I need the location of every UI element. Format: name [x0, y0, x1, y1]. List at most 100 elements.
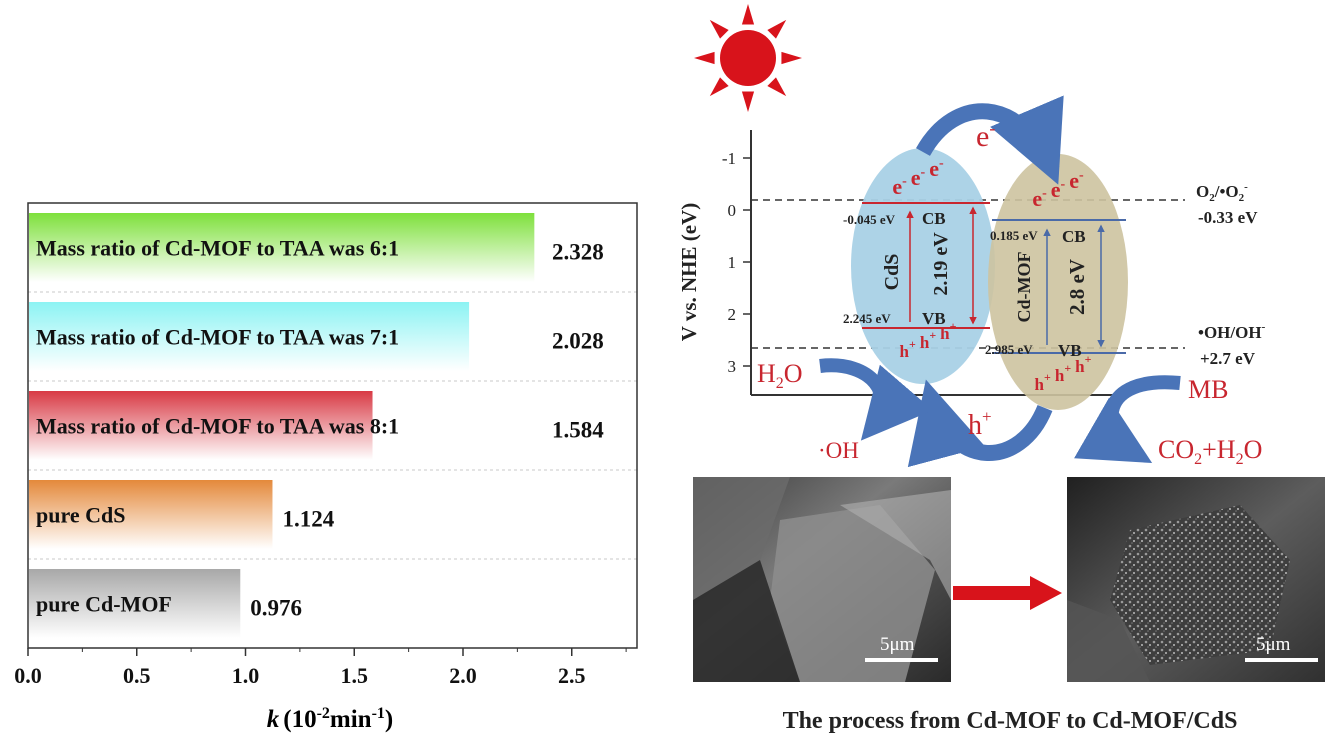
o2-text-a: O — [1196, 182, 1209, 201]
x-tick-label: 0.0 — [14, 663, 42, 688]
oh-potential-value: +2.7 eV — [1200, 349, 1256, 368]
x-axis-label-min: min — [330, 706, 372, 733]
plot-frame — [27, 202, 638, 649]
bar-value-label: 2.328 — [552, 240, 604, 265]
x-tick-label: 2.0 — [449, 663, 477, 688]
hole-label: h+ — [968, 407, 992, 441]
carrier-charge: - — [939, 156, 944, 171]
water-h: H — [757, 359, 776, 388]
bar-chart: Mass ratio of Cd-MOF to TAA was 6:1 2.328… — [14, 202, 638, 733]
products-mid: +H — [1202, 435, 1236, 464]
hole-sup: + — [982, 407, 992, 426]
bar-value-label: 1.124 — [282, 507, 334, 532]
o2-sub-b: 2 — [1239, 192, 1245, 204]
x-tick-label: 1.5 — [341, 663, 369, 688]
electron-transfer-arrow — [916, 95, 1064, 185]
sun-ray — [709, 19, 729, 39]
electron-label: e- — [976, 118, 995, 153]
x-axis-label-close: ) — [385, 706, 393, 733]
carrier-symbol: h — [1055, 366, 1065, 385]
mof-cb-label: CB — [1062, 227, 1086, 246]
mof-cb-value: 0.185 eV — [990, 228, 1038, 243]
hole-transfer-arrow — [907, 379, 1053, 468]
carrier-charge: - — [921, 165, 926, 180]
mb-to-products-arrow — [1073, 375, 1181, 464]
x-axis-label: k(10-2min-1) — [267, 705, 394, 733]
bar-category-label: Mass ratio of Cd-MOF to TAA was 6:1 — [36, 236, 399, 261]
cds-gap-label: 2.19 eV — [930, 232, 952, 296]
water-o: O — [784, 359, 803, 388]
carrier-charge: + — [909, 337, 916, 351]
carrier-symbol: e — [1069, 168, 1079, 193]
electron-sup: - — [989, 118, 995, 138]
bar-category-label: Mass ratio of Cd-MOF to TAA was 8:1 — [36, 414, 399, 439]
sun-ray — [694, 51, 715, 65]
sun-ray — [741, 4, 755, 25]
hole-row-left: h+h+h+ — [900, 319, 957, 361]
carrier-symbol: h — [1075, 357, 1085, 376]
sun-ray — [767, 77, 787, 97]
bar-category-label: Mass ratio of Cd-MOF to TAA was 7:1 — [36, 325, 399, 350]
x-tick-label: 0.5 — [123, 663, 151, 688]
water-label: H2O — [757, 359, 803, 392]
carrier-charge: + — [929, 328, 936, 342]
carrier-symbol: h — [900, 342, 910, 361]
bar-category-label: pure Cd-MOF — [36, 592, 172, 617]
products-sub2: 2 — [1236, 451, 1244, 468]
carrier-charge: - — [1061, 177, 1066, 192]
energy-tick-label: 0 — [728, 201, 737, 220]
energy-tick-label: -1 — [722, 149, 736, 168]
scale-bar-left: 5μm — [880, 634, 915, 655]
bar — [29, 302, 470, 371]
sun-icon — [694, 4, 802, 112]
sun-ray — [767, 19, 787, 39]
mof-vb-label: VB — [1058, 341, 1082, 360]
bar — [29, 569, 241, 638]
carrier-symbol: h — [940, 324, 950, 343]
products-sub1: 2 — [1194, 451, 1202, 468]
bar — [29, 391, 373, 460]
mb-label: MB — [1188, 375, 1228, 404]
x-axis-label-exp1: -2 — [317, 705, 330, 722]
mof-label: Cd-MOF — [1014, 252, 1034, 323]
o2-potential-value: -0.33 eV — [1198, 208, 1258, 227]
x-axis-label-k: k — [267, 706, 280, 733]
carrier-charge: - — [902, 174, 907, 189]
sun-ray — [741, 91, 755, 112]
mof-vb-value: 2.985 eV — [985, 342, 1033, 357]
products-o: O — [1244, 435, 1263, 464]
x-tick-label: 2.5 — [558, 663, 586, 688]
hole-row-right: h+h+h+ — [1035, 352, 1092, 394]
energy-axis-label: V vs. NHE (eV) — [677, 203, 701, 341]
bar-value-label: 2.028 — [552, 329, 604, 354]
carrier-symbol: e — [929, 156, 939, 181]
water-to-oh-arrow — [819, 358, 933, 441]
mof-gap-label: 2.8 eV — [1065, 259, 1089, 315]
o2-potential-label: O2/•O2- — [1196, 181, 1248, 204]
electron-row-left: e-e-e- — [892, 156, 944, 199]
x-axis-label-paren: (10 — [283, 706, 316, 733]
hole-text: h — [968, 410, 982, 441]
carrier-charge: + — [1085, 352, 1092, 366]
sem-image-cd-mof-cds: 5μm — [1067, 477, 1325, 682]
sun-ray — [781, 51, 802, 65]
products-co: CO — [1158, 435, 1194, 464]
cds-label: CdS — [881, 254, 903, 291]
carrier-symbol: h — [920, 333, 930, 352]
o2-sub-a: 2 — [1209, 192, 1215, 204]
cds-vb-value: 2.245 eV — [843, 311, 891, 326]
electron-text: e — [976, 120, 989, 153]
transform-arrow — [953, 576, 1062, 610]
cds-ellipse — [851, 148, 995, 384]
sun-ray — [709, 77, 729, 97]
bar — [29, 480, 273, 549]
water-sub: 2 — [776, 375, 784, 392]
o2-sup: - — [1244, 181, 1248, 193]
carrier-charge: + — [1044, 370, 1051, 384]
carrier-symbol: e — [1051, 177, 1061, 202]
sem-image-cd-mof: 5μm — [693, 477, 951, 682]
sun-disc — [720, 30, 776, 86]
carrier-symbol: e — [892, 174, 902, 199]
oh-sup: - — [1262, 321, 1266, 333]
